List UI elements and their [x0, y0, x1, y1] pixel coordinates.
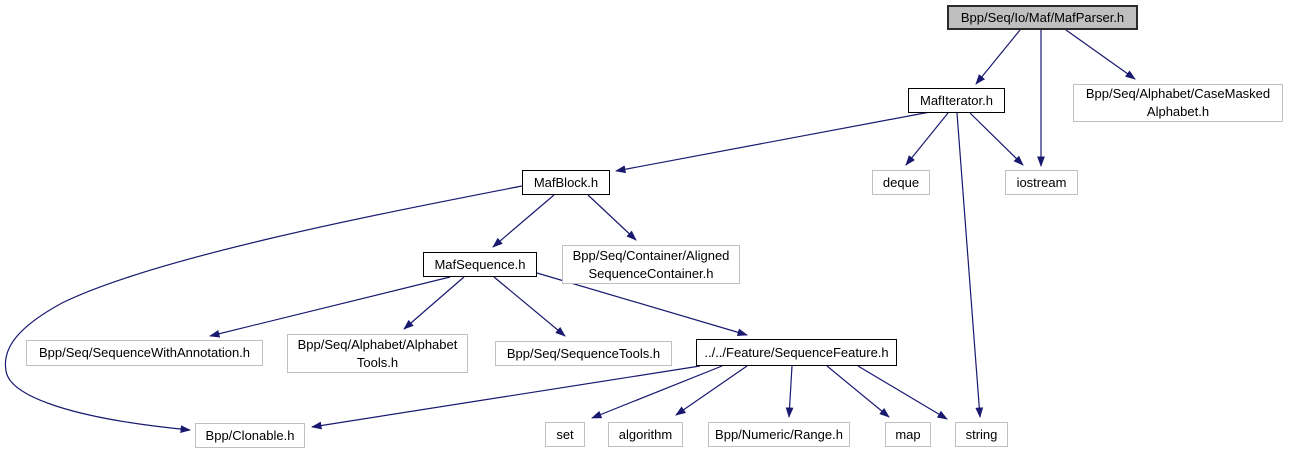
edge-sequencefeature-map [826, 365, 890, 418]
edge-mafparser-casemaskedalphabet [1065, 29, 1136, 80]
edge-sequencefeature-range [785, 365, 794, 418]
edge-mafblock-mafsequence [492, 194, 555, 248]
node-set: set [545, 422, 585, 447]
node-string: string [955, 422, 1008, 447]
edge-mafblock-clonable [4, 185, 523, 433]
node-mafblock[interactable]: MafBlock.h [522, 170, 610, 195]
node-alignedsequencecontainer: Bpp/Seq/Container/Aligned SequenceContai… [562, 245, 740, 284]
node-clonable: Bpp/Clonable.h [195, 423, 305, 448]
edge-mafsequence-sequencewithannotation [209, 276, 451, 338]
node-mafiterator[interactable]: MafIterator.h [908, 88, 1005, 113]
node-sequencewithannotation: Bpp/Seq/SequenceWithAnnotation.h [26, 340, 263, 366]
edge-sequencefeature-set [591, 365, 723, 419]
edge-mafiterator-iostream [969, 112, 1024, 166]
node-alphabettools: Bpp/Seq/Alphabet/Alphabet Tools.h [287, 334, 468, 373]
edge-mafiterator-string [956, 112, 984, 418]
edge-sequencefeature-clonable [311, 365, 701, 430]
edge-mafsequence-alphabettools [403, 276, 465, 330]
node-iostream: iostream [1005, 170, 1078, 195]
node-casemaskedalphabet: Bpp/Seq/Alphabet/CaseMasked Alphabet.h [1073, 84, 1283, 122]
node-mafsequence[interactable]: MafSequence.h [423, 252, 537, 277]
edge-mafiterator-mafblock [615, 111, 931, 174]
edge-mafparser-mafiterator [975, 29, 1021, 85]
node-algorithm: algorithm [608, 422, 683, 447]
edge-mafblock-alignedsequencecontainer [587, 194, 637, 241]
node-sequencetools: Bpp/Seq/SequenceTools.h [495, 341, 672, 366]
node-map: map [885, 422, 931, 447]
edge-sequencefeature-string [857, 365, 948, 420]
node-range: Bpp/Numeric/Range.h [708, 422, 850, 447]
node-sequencefeature[interactable]: ../../Feature/SequenceFeature.h [696, 339, 897, 366]
edge-sequencefeature-algorithm [675, 365, 748, 416]
edge-mafiterator-deque [905, 112, 949, 166]
edge-mafsequence-sequencetools [493, 276, 566, 337]
node-deque: deque [872, 170, 930, 195]
node-mafparser: Bpp/Seq/Io/Maf/MafParser.h [947, 5, 1138, 30]
